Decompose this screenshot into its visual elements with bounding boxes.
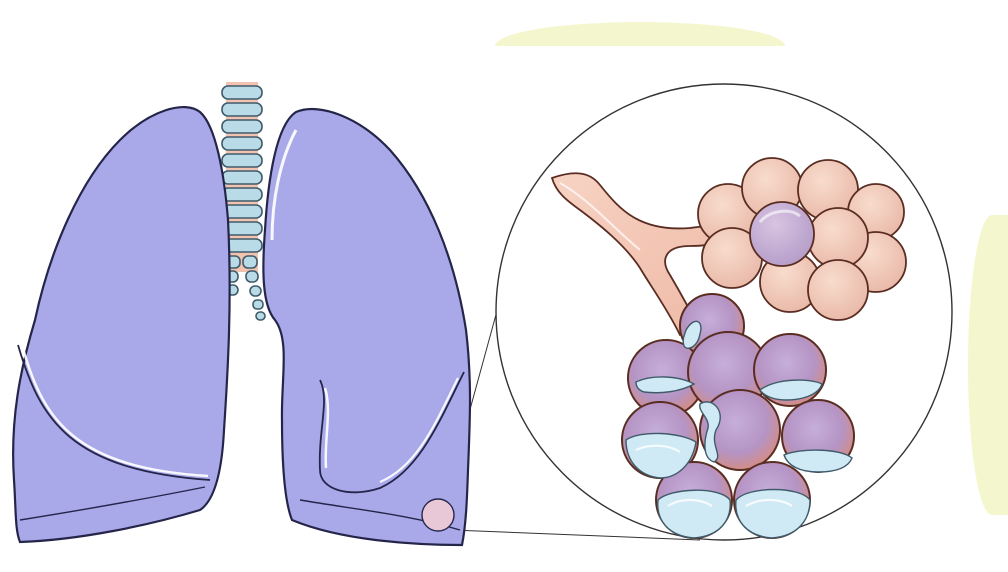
lung-right-icon bbox=[263, 109, 470, 545]
lung-left-icon bbox=[13, 107, 230, 542]
magnified-spot-icon bbox=[422, 499, 454, 531]
watermark-right bbox=[968, 215, 1008, 515]
